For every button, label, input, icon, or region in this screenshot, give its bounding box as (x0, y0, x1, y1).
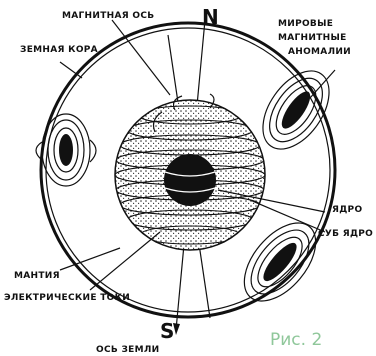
label-electric-currents: ЭЛЕКТРИЧЕСКИЕ ТОКИ (4, 293, 130, 303)
label-magnetic-axis: МАГНИТНАЯ ОСЬ (62, 11, 154, 21)
magnetic-anomaly-left (36, 114, 96, 186)
label-anomalies-2: МАГНИТНЫЕ (278, 33, 347, 43)
label-core: ЯДРО (332, 205, 362, 215)
label-south: S (160, 319, 174, 343)
label-north: N (202, 5, 219, 29)
label-earth-crust: ЗЕМНАЯ КОРА (20, 45, 98, 55)
label-subcore: СУБ ЯДРО (318, 229, 373, 239)
label-mantle: МАНТИЯ (14, 271, 60, 281)
figure-caption: Рис. 2 (270, 330, 322, 350)
magnetic-anomaly-top-right (249, 59, 342, 161)
label-anomalies-1: МИРОВЫЕ (278, 19, 333, 29)
label-earth-axis: ОСЬ ЗЕМЛИ (96, 345, 159, 355)
subcore (164, 154, 216, 206)
label-anomalies-3: АНОМАЛИИ (288, 47, 351, 57)
